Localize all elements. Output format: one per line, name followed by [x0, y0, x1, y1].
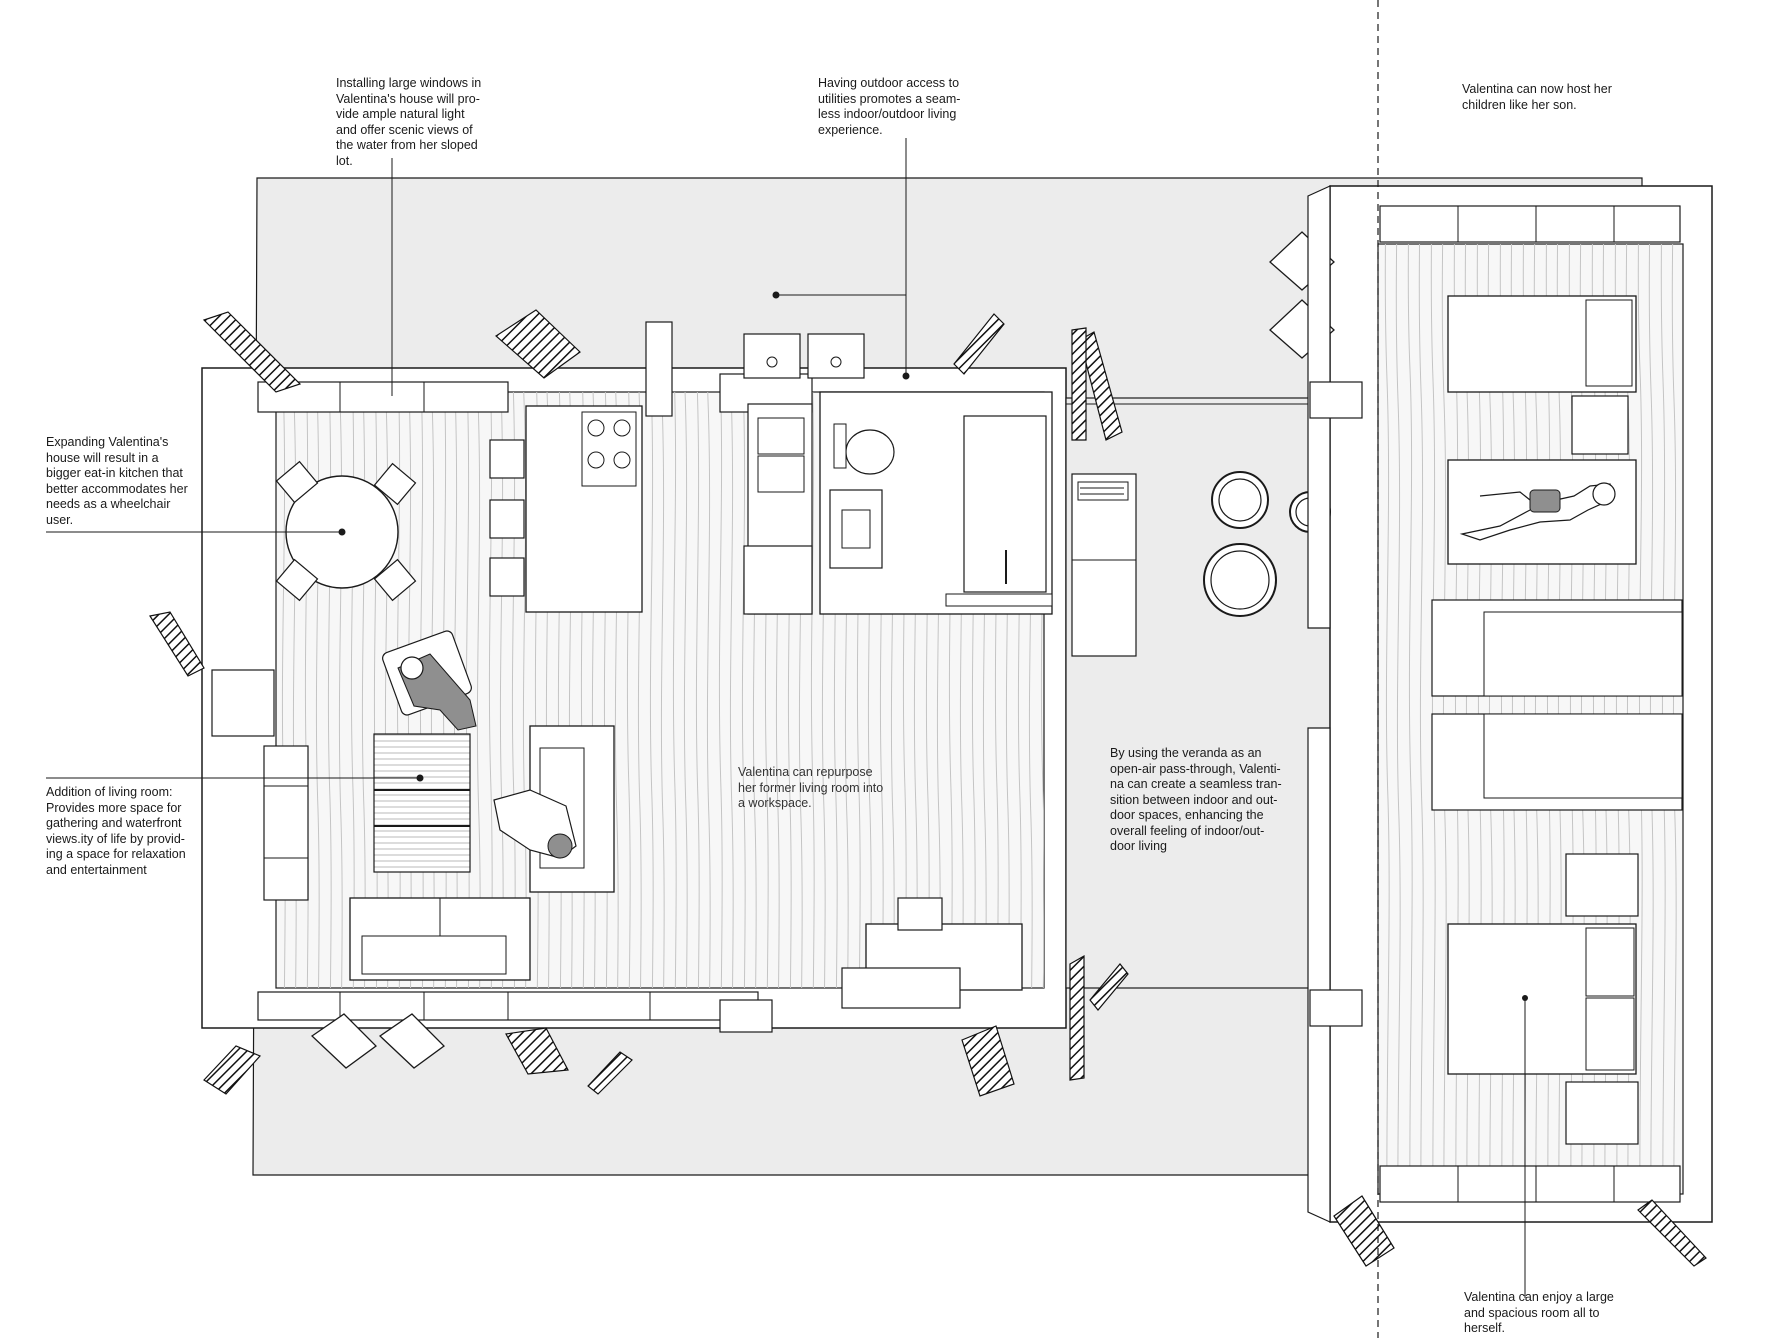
wheelchair-user: [382, 630, 477, 731]
toilet: [845, 429, 895, 475]
dining-chairs: [275, 460, 417, 602]
annotation-living-room: Addition of living room: Provides more s…: [46, 785, 186, 877]
annotation-windows: Installing large windows in Valentina's …: [336, 76, 482, 168]
deck-chairs: [310, 1013, 445, 1069]
tv-console: [263, 745, 309, 901]
annotation-outdoor-access: Having outdoor access to utilities promo…: [818, 76, 961, 137]
dryer: [807, 333, 865, 379]
basket-large: [1203, 543, 1277, 617]
cooktop: [581, 411, 637, 487]
annotation-kitchen: Expanding Valentina's house will result …: [46, 435, 188, 527]
basket-medium: [1211, 471, 1269, 529]
window-shutters: [149, 309, 1707, 1267]
seated-person: [493, 789, 577, 859]
nightstand: [1571, 395, 1629, 455]
nightstand-bottom: [1565, 1081, 1639, 1145]
washer: [743, 333, 801, 379]
annotation-large-room: Valentina can enjoy a large and spacious…: [1464, 1290, 1614, 1335]
desk-chair: [897, 897, 943, 931]
annotation-veranda: By using the veranda as an open-air pass…: [1110, 746, 1282, 853]
veranda-grill: [1071, 473, 1137, 657]
annotation-leaders: [46, 138, 1526, 1298]
bar-stools: [489, 439, 525, 597]
nightstand-top: [1565, 853, 1639, 917]
sleeping-person: [1459, 482, 1616, 541]
annotation-workspace: Valentina can repurpose her former livin…: [738, 765, 884, 810]
living-rug: [373, 733, 471, 873]
annotation-host-children: Valentina can now host her children like…: [1462, 82, 1612, 112]
